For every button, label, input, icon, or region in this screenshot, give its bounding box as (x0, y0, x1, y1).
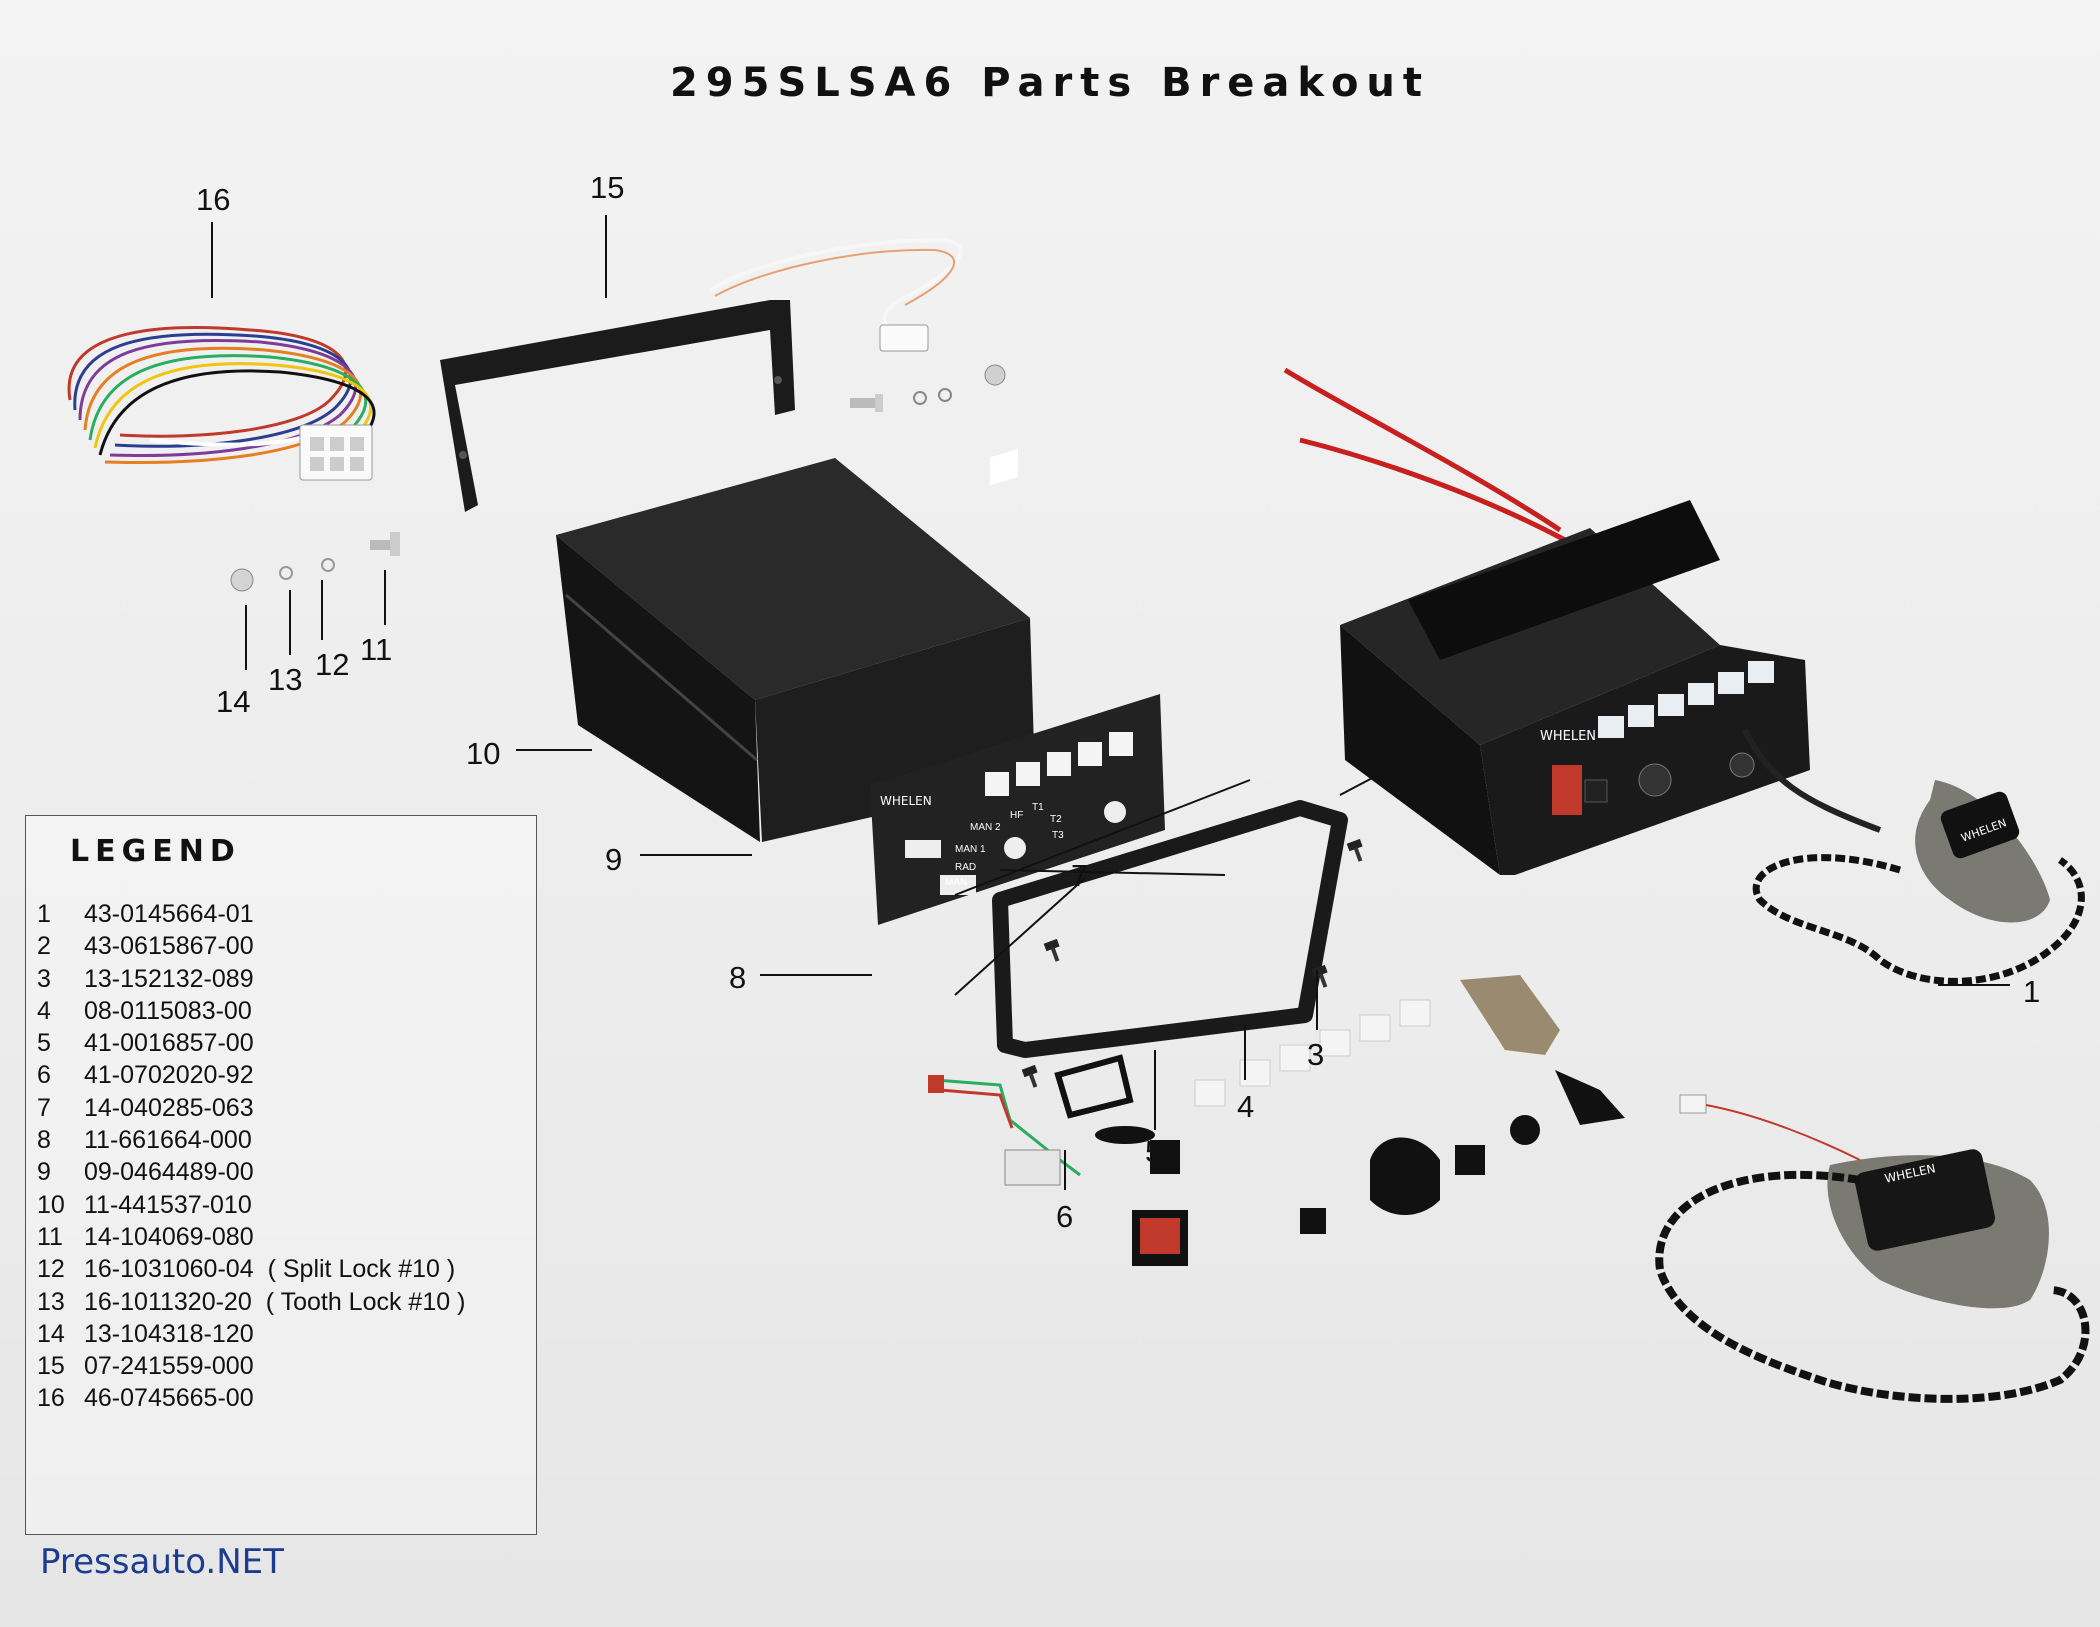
faceplate-label-t3: T3 (1052, 830, 1064, 841)
legend-item-number: 16 (37, 1384, 65, 1413)
screws-3 (1021, 838, 1363, 1088)
legend-box: LEGEND 1 43-0145664-01 2 43-0615867-00 3 13… (25, 815, 537, 1535)
callout-13: 13 (268, 662, 302, 697)
page-title: 295SLSA6 Parts Breakout (669, 60, 1431, 106)
legend-item-number: 11 (37, 1222, 63, 1251)
legend-item-number: 13 (37, 1287, 65, 1316)
legend-item-part: 41-0702020-92 (84, 1061, 254, 1090)
legend-item-number: 10 (37, 1190, 65, 1219)
legend-item-part: 41-0016857-00 (84, 1029, 254, 1058)
legend-item-number: 8 (37, 1126, 51, 1155)
legend-item-number: 14 (37, 1319, 65, 1348)
legend-item: 1 43-0145664-01 (37, 898, 465, 930)
knobs-and-clips (1300, 975, 1625, 1234)
legend-item-part: 08-0115083-00 (84, 996, 252, 1025)
button-caps-4 (1194, 999, 1431, 1107)
housing-10 (556, 458, 1035, 842)
legend-item-part: 43-0615867-00 (84, 932, 254, 961)
watermark-logo: Pressauto.NET (40, 1542, 284, 1582)
small-wire-harness (708, 237, 963, 352)
faceplate-9: WHELEN MAN 2 HF T1 MAN 1 T2 T3 RAD MAN (870, 448, 1165, 925)
legend-item-part: 16-1031060-04 (84, 1255, 254, 1284)
legend-item-part: 46-0745665-00 (84, 1384, 254, 1413)
callout-2: 2 (1382, 759, 1399, 794)
legend-item: 16 46-0745665-00 (37, 1382, 465, 1414)
legend-item-number: 15 (37, 1352, 65, 1381)
callout-11: 11 (360, 632, 392, 667)
legend-item-number: 6 (37, 1061, 51, 1090)
bezel-8 (992, 800, 1348, 1058)
faceplate-label-man2: MAN 2 (970, 822, 1001, 833)
faceplate-label-man1: MAN 1 (955, 844, 986, 855)
legend-item: 7 14-040285-063 (37, 1092, 465, 1124)
legend-title: LEGEND (70, 834, 241, 869)
callout-1: 1 (2023, 974, 2040, 1009)
callout-numbers: 1 2 3 4 5 6 7 8 9 10 11 12 13 14 15 16 (196, 170, 2040, 1234)
callout-12: 12 (315, 647, 349, 682)
legend-item: 5 41-0016857-00 (37, 1027, 465, 1059)
legend-item: 11 14-104069-080 (37, 1221, 465, 1253)
legend-item-number: 12 (37, 1255, 65, 1284)
legend-item-number: 2 (37, 932, 51, 961)
control-head-logo: WHELEN (1540, 729, 1596, 744)
callout-16: 16 (196, 182, 230, 217)
callout-15: 15 (590, 170, 624, 205)
legend-item-part: 13-104318-120 (84, 1319, 254, 1348)
legend-item: 10 11-441537-010 (37, 1189, 465, 1221)
callout-6: 6 (1056, 1199, 1073, 1234)
callout-4: 4 (1237, 1089, 1254, 1124)
callout-5: 5 (1145, 1134, 1162, 1169)
faceplate-label-t2: T2 (1050, 814, 1062, 825)
legend-item: 3 13-152132-089 (37, 963, 465, 995)
legend-item-part: 09-0464489-00 (84, 1158, 254, 1187)
faceplate-logo: WHELEN (880, 794, 932, 808)
callout-10: 10 (466, 736, 500, 771)
mounting-bracket-15 (440, 300, 795, 512)
legend-item-part: 07-241559-000 (84, 1352, 254, 1381)
callout-8: 8 (729, 960, 746, 995)
microphone-spare: WHELEN (1655, 1094, 2090, 1403)
legend-item-number: 4 (37, 996, 51, 1025)
callout-7: 7 (1071, 858, 1088, 893)
legend-item-note: ( Split Lock #10 ) (267, 1255, 456, 1284)
legend-item-number: 7 (37, 1093, 51, 1122)
wire-harness-16 (67, 326, 376, 481)
legend-item-part: 16-1011320-20 (84, 1287, 252, 1316)
faceplate-label-t1: T1 (1032, 802, 1044, 813)
legend-item: 8 11-661664-000 (37, 1124, 465, 1156)
small-parts-5-6 (928, 1054, 1188, 1266)
legend-list: 1 43-0145664-01 2 43-0615867-00 3 13-152132… (37, 898, 465, 1415)
callout-lines (211, 215, 2010, 1190)
legend-item: 13 16-1011320-20 ( Tooth Lock #10 ) (37, 1286, 465, 1318)
callout-9: 9 (605, 842, 622, 877)
hardware-set-11-14 (230, 532, 400, 592)
callout-3: 3 (1307, 1037, 1324, 1072)
legend-item: 6 41-0702020-92 (37, 1059, 465, 1091)
control-head-1: WHELEN WHELEN (1283, 367, 2085, 985)
legend-item-part: 43-0145664-01 (84, 900, 254, 928)
legend-item: 4 08-0115083-00 (37, 995, 465, 1027)
legend-item-number: 5 (37, 1029, 51, 1058)
hardware-set-upper (850, 364, 1006, 412)
legend-item-part: 11-441537-010 (84, 1190, 252, 1219)
faceplate-label-rad: RAD (955, 862, 976, 873)
faceplate-label-man: MAN (945, 877, 967, 888)
legend-item-number: 9 (37, 1158, 51, 1187)
legend-item-part: 13-152132-089 (84, 964, 254, 993)
callout-14: 14 (216, 684, 250, 719)
legend-item-number: 3 (37, 964, 51, 993)
legend-item-note: ( Tooth Lock #10 ) (265, 1287, 466, 1316)
legend-item: 14 13-104318-120 (37, 1318, 465, 1350)
faceplate-label-hf: HF (1010, 810, 1023, 821)
legend-item-number: 1 (37, 900, 51, 928)
legend-item: 2 43-0615867-00 (37, 930, 465, 962)
legend-item-part: 11-661664-000 (84, 1126, 252, 1155)
legend-item: 9 09-0464489-00 (37, 1156, 465, 1188)
legend-item: 12 16-1031060-04 ( Split Lock #10 ) (37, 1253, 465, 1285)
legend-item-part: 14-104069-080 (84, 1222, 254, 1251)
legend-item-part: 14-040285-063 (84, 1093, 254, 1122)
legend-item: 15 07-241559-000 (37, 1350, 465, 1382)
